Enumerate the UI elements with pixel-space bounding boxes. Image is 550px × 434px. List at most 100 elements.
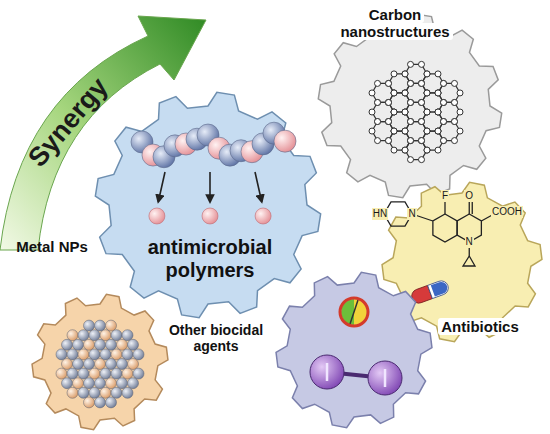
gear-label: antimicrobial polymers	[125, 236, 295, 282]
atom-label: HN	[372, 208, 388, 220]
carbon-atom	[408, 157, 414, 163]
carbon-atom	[402, 71, 408, 77]
carbon-atom	[386, 80, 392, 86]
carbon-atom	[402, 109, 408, 115]
carbon-atom	[441, 99, 447, 105]
nanoparticle-atom	[84, 397, 95, 408]
carbon-atom	[435, 109, 441, 115]
nanoparticle-atom	[100, 330, 111, 341]
carbon-atom	[452, 138, 458, 144]
nanoparticle-atom	[89, 368, 100, 379]
carbon-atom	[402, 90, 408, 96]
carbon-atom	[408, 80, 414, 86]
atom-label: COOH	[491, 206, 523, 218]
nanoparticle-atom	[106, 397, 117, 408]
atom-glyph	[326, 363, 329, 381]
carbon-atom	[441, 80, 447, 86]
carbon-atom	[402, 147, 408, 153]
carbon-atom	[386, 119, 392, 125]
released-agent	[202, 208, 218, 224]
nanoparticle-atom	[89, 387, 100, 398]
nanoparticle-atom	[84, 378, 95, 389]
nanoparticle-atom	[106, 320, 117, 331]
carbon-atom	[419, 119, 425, 125]
polymer-bead	[274, 130, 296, 152]
nanoparticle-atom	[122, 368, 133, 379]
carbon-atom	[419, 80, 425, 86]
carbon-atom	[391, 71, 397, 77]
carbon-atom	[402, 109, 408, 115]
chemical-bond	[469, 201, 470, 214]
carbon-atom	[452, 119, 458, 125]
carbon-atom	[435, 128, 441, 134]
carbon-atom	[408, 61, 414, 67]
carbon-atom	[441, 138, 447, 144]
carbon-atom	[408, 138, 414, 144]
carbon-atom	[435, 109, 441, 115]
nanoparticle-atom	[100, 387, 111, 398]
carbon-atom	[452, 99, 458, 105]
carbon-atom	[391, 90, 397, 96]
carbon-atom	[391, 109, 397, 115]
carbon-atom	[441, 119, 447, 125]
synergy-label: Synergy	[23, 73, 112, 172]
carbon-atom	[424, 109, 430, 115]
nanoparticle-atom	[122, 387, 133, 398]
nanoparticle-atom	[62, 359, 73, 370]
chemical-bond	[444, 201, 445, 214]
carbon-atom	[391, 128, 397, 134]
gear-outline	[272, 268, 436, 432]
nanoparticle-atom	[122, 349, 133, 360]
carbon-atom	[391, 128, 397, 134]
carbon-atom	[419, 138, 425, 144]
carbon-atom	[402, 128, 408, 134]
carbon-atom	[419, 80, 425, 86]
nanoparticle-atom	[128, 378, 139, 389]
nanoparticle-atom	[95, 339, 106, 350]
nanoparticle-atom	[73, 339, 84, 350]
carbon-atom	[424, 128, 430, 134]
carbon-atom	[375, 138, 381, 144]
carbon-atom	[441, 80, 447, 86]
nanoparticle-atom	[78, 330, 89, 341]
atom-label: O	[464, 190, 474, 202]
gear-outline	[28, 290, 172, 434]
gear-shape	[318, 14, 501, 197]
agent-ring	[340, 298, 368, 326]
carbon-atom	[375, 119, 381, 125]
nanoparticle-atom	[117, 339, 128, 350]
carbon-atom	[408, 80, 414, 86]
release-arrow	[209, 172, 211, 202]
carbon-atom	[424, 128, 430, 134]
carbon-atom	[424, 90, 430, 96]
gear-label: Antibiotics	[435, 318, 525, 335]
carbon-atom	[419, 119, 425, 125]
carbon-atom	[457, 128, 463, 134]
nanoparticle-atom	[111, 330, 122, 341]
nanoparticle-atom	[67, 330, 78, 341]
nanoparticle-atom	[95, 397, 106, 408]
carbon-atom	[408, 119, 414, 125]
nanoparticle-atom	[100, 349, 111, 360]
nanoparticle-atom	[84, 320, 95, 331]
carbon-atom	[419, 99, 425, 105]
carbon-atom	[402, 128, 408, 134]
nanoparticle-atom	[67, 368, 78, 379]
nanoparticle-atom	[56, 349, 67, 360]
carbon-atom	[435, 128, 441, 134]
carbon-atom	[386, 138, 392, 144]
carbon-atom	[375, 119, 381, 125]
carbon-atom	[441, 99, 447, 105]
carbon-atom	[435, 90, 441, 96]
carbon-atom	[441, 119, 447, 125]
chemical-bond	[472, 201, 473, 214]
carbon-atom	[402, 128, 408, 134]
carbon-atom	[369, 90, 375, 96]
nanoparticle-atom	[100, 368, 111, 379]
carbon-atom	[452, 119, 458, 125]
carbon-atom	[391, 90, 397, 96]
carbon-atom	[424, 109, 430, 115]
nanoparticle-atom	[111, 368, 122, 379]
carbon-atom	[419, 138, 425, 144]
nanoparticle-atom	[84, 359, 95, 370]
